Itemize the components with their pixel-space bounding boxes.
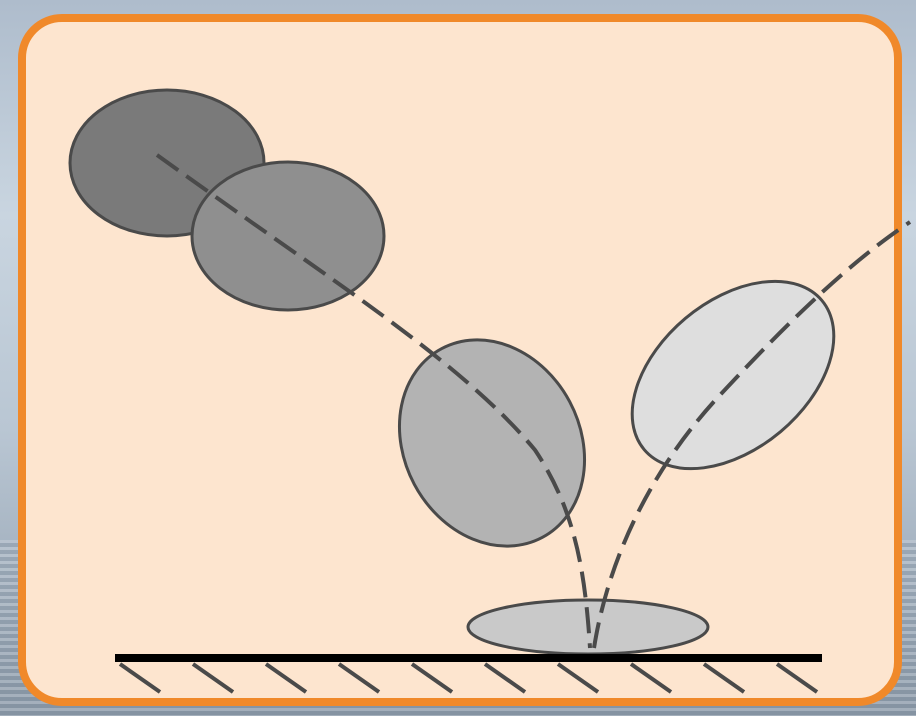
ball-rebound <box>630 279 836 471</box>
trajectory-rebound <box>592 220 912 649</box>
trajectory-descent <box>155 153 592 649</box>
ball-position-2 <box>190 160 386 312</box>
ball-position-3 <box>397 338 587 548</box>
ground-hatch-icon <box>118 662 819 694</box>
